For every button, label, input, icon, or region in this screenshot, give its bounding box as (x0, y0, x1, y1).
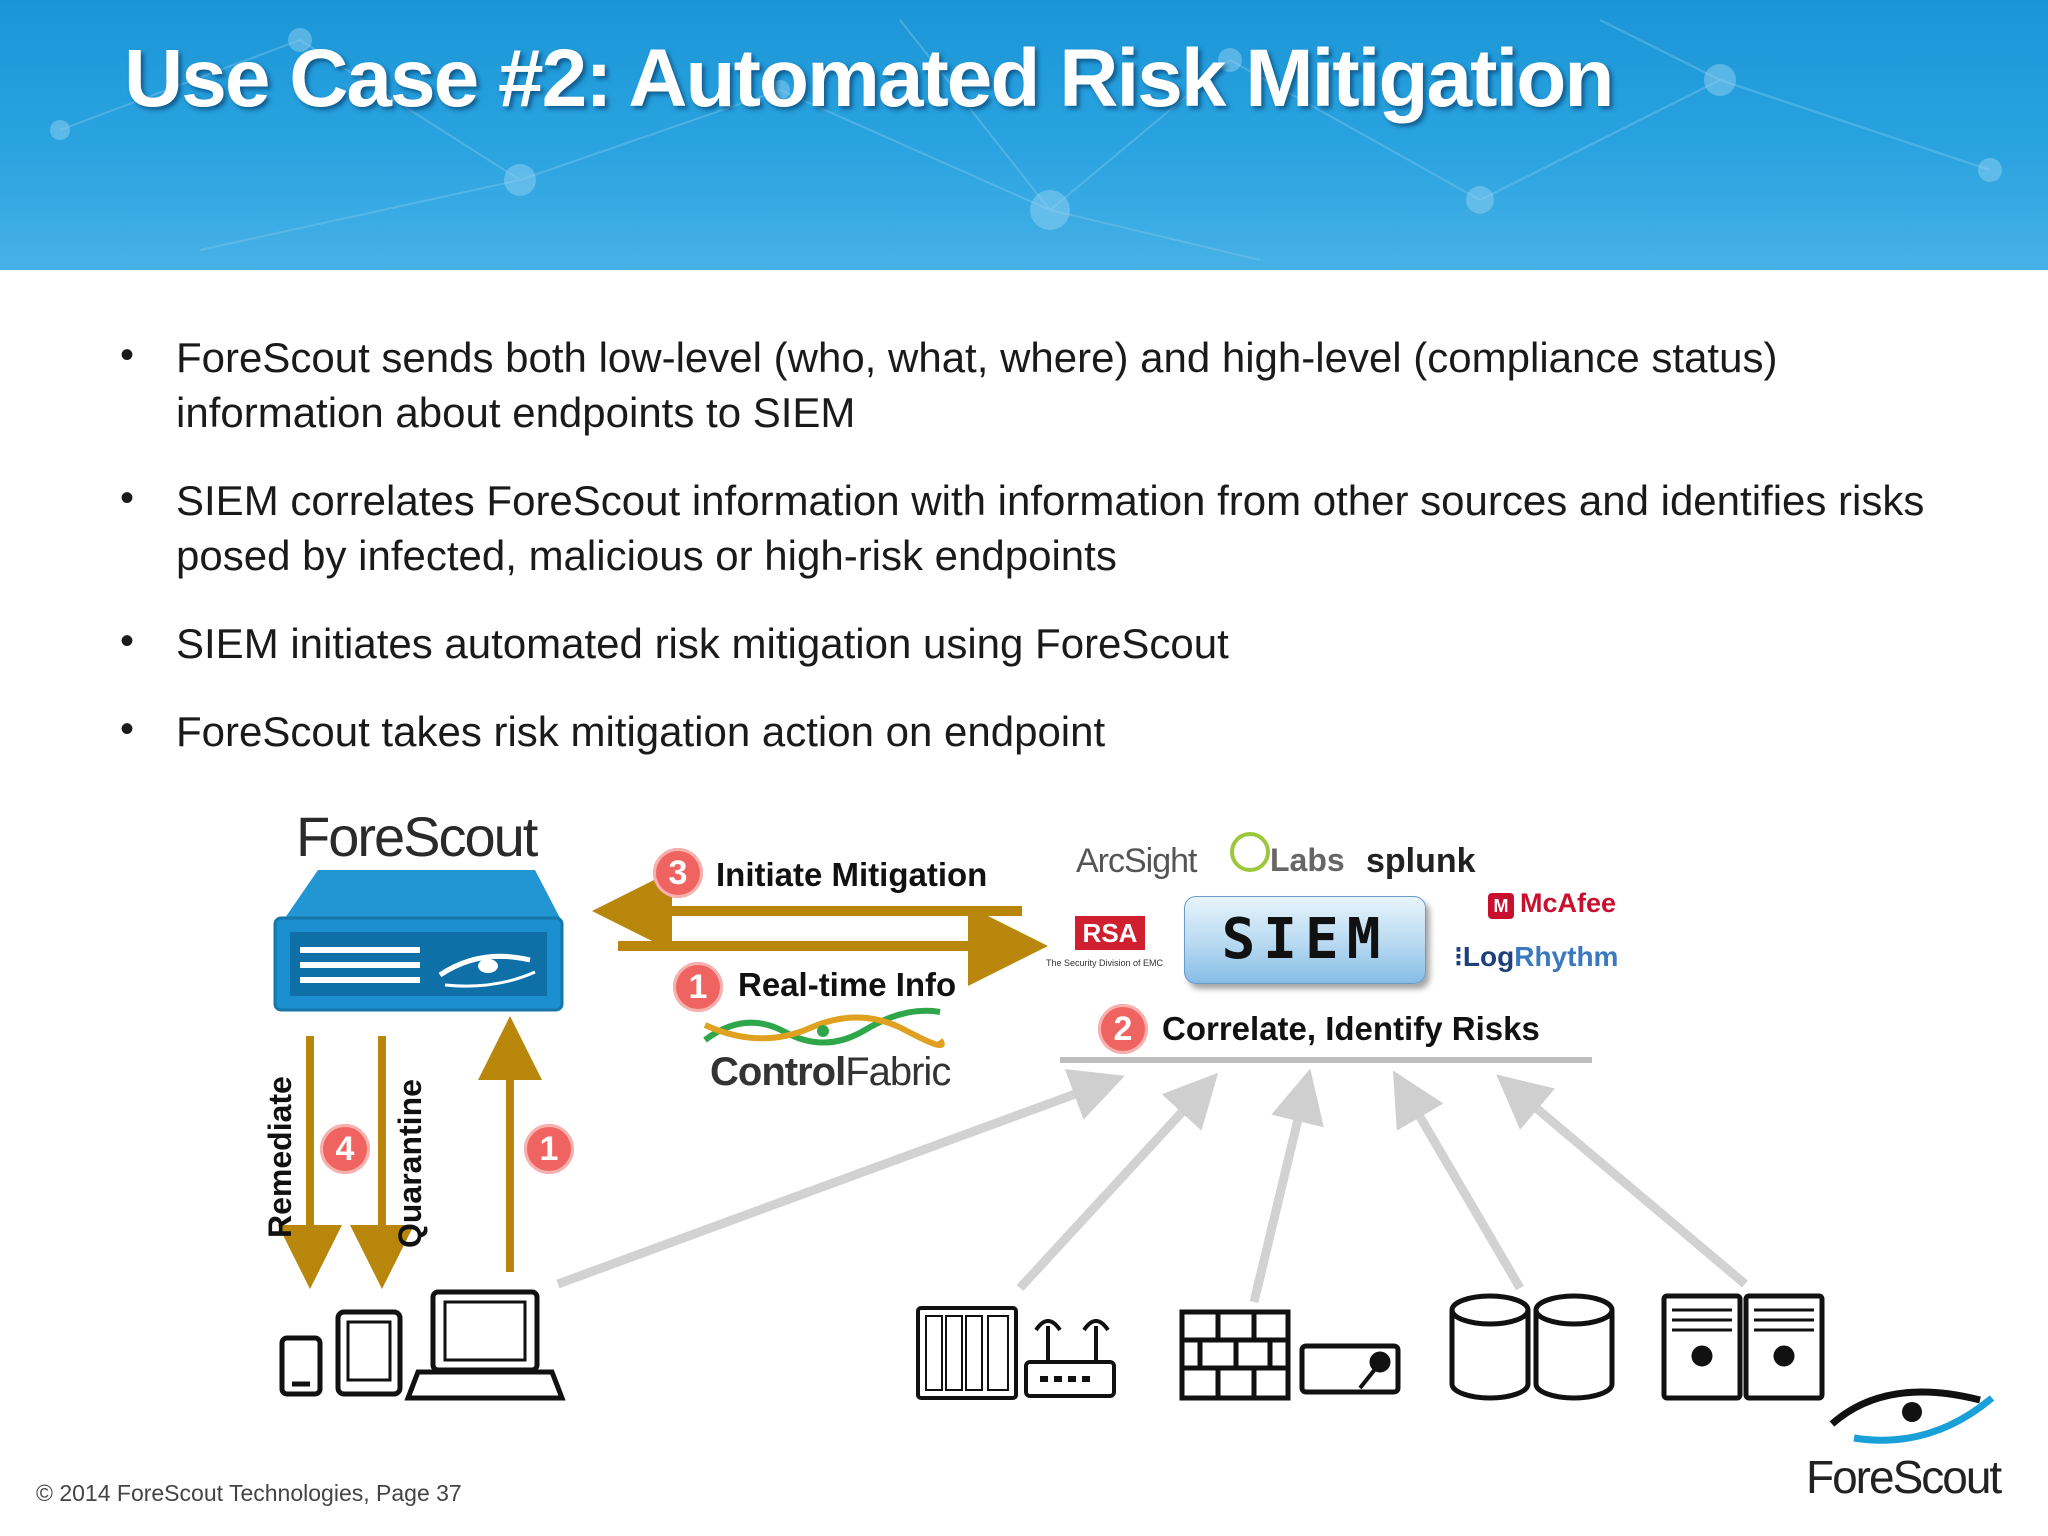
arcsight-logo: ArcSight (1076, 842, 1197, 880)
forescout-corner-logo: ForeScout (1806, 1451, 2002, 1503)
step-badge-correlate: 2 (1098, 1004, 1148, 1054)
logrhythm-dots-icon: ⁝ (1454, 941, 1463, 972)
slide-header: Use Case #2: Automated Risk Mitigation (0, 0, 2048, 270)
logrhythm-text-b: Rhythm (1514, 941, 1619, 972)
forescout-appliance-logo: ForeScout (296, 805, 538, 868)
control-fabric-part1: Control (710, 1050, 846, 1094)
source-arrows (556, 1068, 1748, 1304)
bullet-item: SIEM initiates automated risk mitigation… (120, 614, 1960, 671)
remediate-label: Remediate (262, 1076, 298, 1238)
network-devices-icon (916, 1306, 1116, 1400)
qlabs-logo: Labs (1270, 842, 1345, 878)
network-background-graphic (50, 19, 2002, 261)
mcafee-shield-icon: M (1488, 893, 1514, 919)
step-badge-initiate: 3 (653, 848, 703, 898)
mcafee-text: McAfee (1520, 888, 1617, 918)
step-badge-endpoint: 1 (524, 1124, 574, 1174)
forescout-corner-logo-icon (1829, 1388, 1995, 1444)
quarantine-label: Quarantine (392, 1079, 428, 1248)
rsa-tagline: The Security Division of EMC (1046, 958, 1164, 968)
bullet-item: SIEM correlates ForeScout information wi… (120, 471, 1960, 583)
splunk-logo: splunk (1366, 842, 1476, 880)
logrhythm-text-a: Log (1462, 941, 1515, 972)
initiate-mitigation-label: Initiate Mitigation (716, 856, 988, 893)
control-fabric-wave-icon (703, 1007, 945, 1049)
slide-title: Use Case #2: Automated Risk Mitigation (124, 33, 1614, 124)
footer-copyright: © 2014 ForeScout Technologies, Page 37 (36, 1480, 462, 1506)
step-badge-remediate: 4 (320, 1124, 370, 1174)
server-icon (1661, 1293, 1825, 1401)
bullet-list: ForeScout sends both low-level (who, wha… (120, 328, 1960, 792)
qlabs-q-icon (1230, 832, 1270, 872)
forescout-appliance-icon (273, 870, 564, 1012)
logrhythm-logo: ⁝LogRhythm (1454, 940, 1618, 973)
control-fabric-part2: Fabric (845, 1050, 951, 1094)
rsa-logo: RSA (1075, 916, 1145, 950)
correlate-label: Correlate, Identify Risks (1162, 1010, 1540, 1047)
database-icon (1449, 1293, 1615, 1401)
bullet-item: ForeScout takes risk mitigation action o… (120, 702, 1960, 759)
siem-box: SIEM (1184, 896, 1426, 984)
realtime-info-label: Real-time Info (738, 966, 957, 1003)
step-badge-realtime: 1 (673, 962, 723, 1012)
firewall-icon (1179, 1309, 1401, 1401)
bullet-item: ForeScout sends both low-level (who, wha… (120, 328, 1960, 440)
control-fabric-logo: ControlFabric (710, 1050, 951, 1095)
endpoint-devices-icon (279, 1289, 566, 1401)
